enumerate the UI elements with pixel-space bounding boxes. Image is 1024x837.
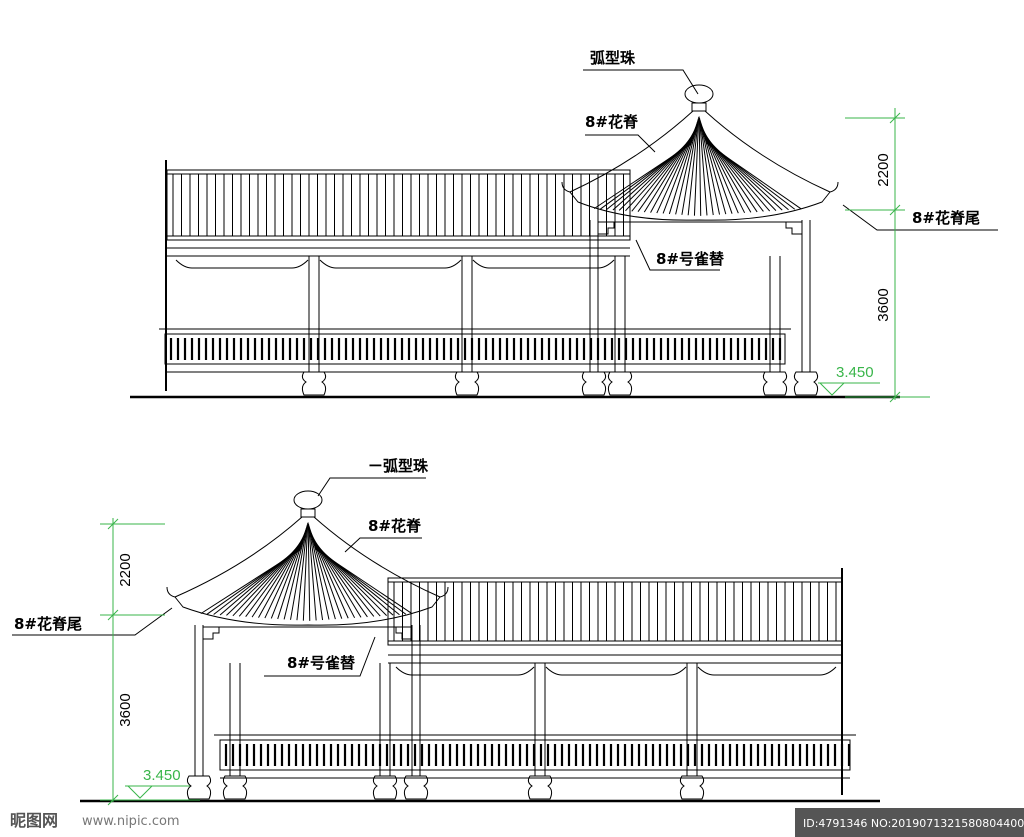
pavilion-roof-tile	[699, 118, 708, 216]
top-dim-2200: 2200	[875, 153, 892, 186]
bottom-elevation	[80, 490, 880, 803]
pavilion-roof-tile	[705, 142, 802, 210]
pavilion-roof-tile	[290, 526, 308, 620]
watermark-logo: 昵图网	[10, 811, 58, 830]
top-annotations: 弧型珠 8#花脊 8#花脊尾 8#号雀替 2200 3600 3.450	[583, 49, 998, 403]
lintel-curve	[395, 666, 535, 676]
bottom-dim-2200: 2200	[117, 553, 134, 586]
lintel-curve	[545, 666, 687, 676]
top-level-mark: 3.450	[836, 364, 874, 381]
bottom-ridge-tail-label: 8#花脊尾	[14, 615, 82, 633]
pavilion-roof-tile	[662, 125, 697, 214]
finial-ball	[293, 490, 323, 510]
post-base	[301, 371, 327, 396]
pavilion-column-base	[581, 371, 607, 396]
corridor-roof	[166, 169, 631, 241]
pavilion-column-base	[403, 775, 429, 800]
pavilion-roof-tile	[698, 116, 702, 216]
pavilion-roof-tile	[296, 524, 308, 621]
post-base	[527, 775, 553, 800]
post-base	[607, 371, 633, 396]
pavilion-roof-tile	[258, 534, 306, 618]
pavilion-roof-tile	[699, 121, 721, 215]
eave-flick-right	[829, 181, 839, 193]
lintel-curve	[175, 259, 309, 269]
top-dim-3600: 3600	[875, 288, 892, 321]
eave-flick-right	[439, 586, 449, 598]
watermark-id: ID:4791346 NO:20190713215808044000	[803, 817, 1024, 830]
pavilion-roof-tile	[668, 123, 698, 215]
pavilion-roof	[174, 516, 441, 626]
top-ball-label: 弧型珠	[590, 49, 636, 67]
finial-ball	[684, 84, 714, 104]
pavilion-roof-tile	[302, 523, 309, 621]
bottom-dimension-lines	[100, 518, 200, 806]
pavilion-roof-tile	[308, 525, 324, 621]
pavilion-roof-tile	[251, 536, 305, 618]
lintel-curve	[697, 666, 837, 676]
bracket-right	[785, 221, 803, 235]
top-ridge-label: 8#花脊	[585, 113, 639, 131]
railing	[164, 333, 786, 365]
bottom-annotations: ㄧ弧型珠 8#花脊 8#花脊尾 8#号雀替 2200 3600 3.450	[12, 457, 429, 806]
top-dimension-lines	[818, 108, 930, 403]
lintel-curve	[472, 259, 615, 269]
bottom-level-mark: 3.450	[143, 767, 181, 784]
lintel-curve	[319, 259, 462, 269]
pavilion-roof-tile	[699, 119, 714, 216]
eave-flick-left	[561, 181, 571, 193]
bracket-right	[395, 626, 413, 640]
watermark-url: www.nipic.com	[82, 814, 180, 829]
post-base	[222, 775, 248, 800]
pavilion-roof	[569, 110, 831, 221]
top-bracket-label: 8#号雀替	[656, 250, 725, 268]
bottom-ridge-label: 8#花脊	[368, 517, 422, 535]
pavilion-roof-tile	[264, 532, 306, 619]
pavilion-roof-tile	[637, 131, 696, 213]
pavilion-roof-tile	[308, 527, 330, 620]
pavilion-roof-tile	[283, 528, 307, 620]
finial-neck	[300, 508, 316, 518]
pavilion-roof-tile	[308, 524, 317, 621]
pavilion-roof-tile	[681, 120, 699, 215]
pavilion-roof-tile	[675, 122, 698, 215]
pavilion-roof-tile	[270, 531, 306, 619]
bottom-dim-3600: 3600	[117, 693, 134, 726]
post-base	[679, 775, 705, 800]
watermark-id-bg	[795, 808, 1024, 837]
bottom-bracket-label: 8#号雀替	[287, 654, 356, 672]
pavilion-roof-tile	[687, 118, 699, 216]
top-elevation	[130, 84, 900, 399]
pavilion-column-base	[793, 371, 819, 396]
bracket-left	[202, 626, 220, 640]
post-base	[454, 371, 480, 396]
top-ridge-tail-label: 8#花脊尾	[912, 209, 980, 227]
eave-flick-left	[166, 586, 176, 598]
pavilion-roof-tile	[245, 537, 305, 618]
pavilion-roof-tile	[307, 522, 311, 621]
pavilion-roof-tile	[693, 117, 700, 216]
watermark: 昵图网 www.nipic.com ID:4791346 NO:20190713…	[10, 808, 1024, 837]
pavilion-roof-tile	[643, 130, 696, 213]
pavilion-column-base	[186, 775, 212, 800]
pavilion-roof-tile	[656, 126, 697, 214]
post-base	[762, 371, 788, 396]
pavilion-roof-tile	[277, 529, 307, 620]
bottom-ball-label: ㄧ弧型珠	[368, 457, 429, 475]
pavilion-roof-tile	[314, 548, 413, 615]
post-base	[372, 775, 398, 800]
finial-neck	[691, 102, 707, 112]
pavilion-roof-tile	[650, 128, 697, 213]
